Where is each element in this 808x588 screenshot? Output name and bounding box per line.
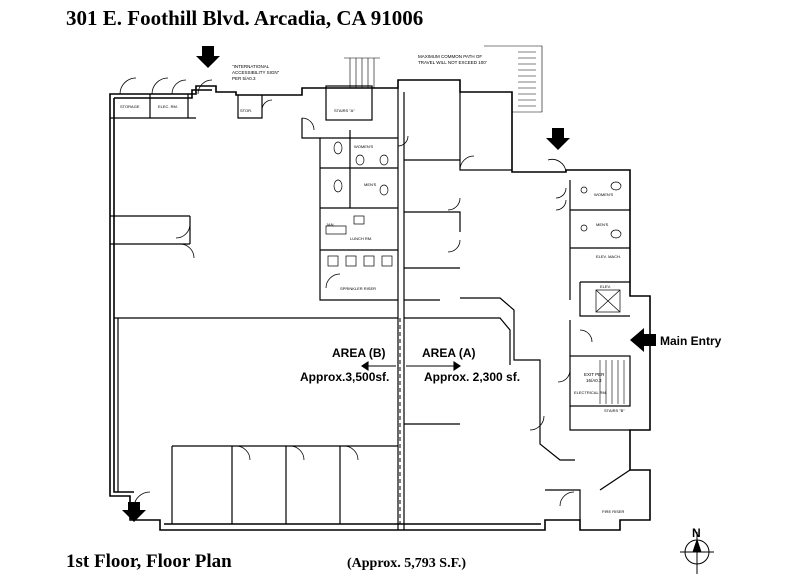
north-arrow-icon [680, 532, 714, 574]
room-stair-b: STAIRS "B" [604, 408, 625, 413]
room-electrical: ELECTRICAL RM. [574, 390, 607, 395]
note-accessibility-line2: ACCESSIBILITY SIGN" [232, 70, 280, 75]
stairs-b [599, 360, 625, 404]
area-arrows [361, 360, 461, 372]
room-womens: WOMEN'S [354, 144, 374, 149]
room-elev: ELEV. [600, 284, 611, 289]
doors [119, 77, 593, 507]
stairs-exterior [484, 45, 543, 113]
exterior-walls [109, 79, 651, 531]
entry-arrow-top-left-icon [196, 46, 220, 68]
room-lunch: LUNCH RM. [350, 236, 372, 241]
note-accessibility-line3: PER 5/A0.3 [232, 76, 256, 81]
plumbing-fixtures [325, 141, 622, 313]
entry-arrow-top-right-icon [546, 128, 570, 150]
room-elev-mach: ELEV. MACH. [596, 254, 621, 259]
room-stair-a: STAIRS "A" [334, 108, 355, 113]
area-total: (Approx. 5,793 S.F.) [347, 556, 467, 571]
floor-label: 1st Floor, Floor Plan [66, 551, 232, 572]
room-mens-right: MEN'S [596, 222, 609, 227]
room-storage: STORAGE [120, 104, 140, 109]
main-entry-label: Main Entry [660, 334, 722, 348]
room-womens-right: WOMEN'S [594, 192, 614, 197]
stairs-a [344, 57, 380, 88]
area-b-size: Approx.3,500sf. [300, 370, 389, 384]
room-sprinkler: SPRINKLER RISER [340, 286, 376, 291]
note-accessibility-line1: "INTERNATIONAL [232, 64, 270, 69]
note-exit-line2: 16/A0.3 [586, 378, 602, 383]
room-elec: ELEC. RM. [158, 104, 178, 109]
room-storage2: STOR. [240, 108, 252, 113]
note-exit-line1: EXIT PER [584, 372, 605, 377]
interior-walls [110, 85, 631, 530]
area-a-label: AREA (A) [422, 346, 476, 360]
page-title: 301 E. Foothill Blvd. Arcadia, CA 91006 [66, 6, 424, 30]
area-b-label: AREA (B) [332, 346, 386, 360]
room-janitor: JAN. [326, 222, 335, 227]
north-label: N [692, 526, 701, 540]
area-a-size: Approx. 2,300 sf. [424, 370, 520, 384]
room-fire-riser: FIRE RISER [602, 509, 625, 514]
note-travel-line2: TRAVEL WILL NOT EXCEED 100' [418, 60, 487, 65]
note-travel-line1: MAXIMUM COMMON PATH OF [418, 54, 482, 59]
entry-arrow-bottom-left-icon [122, 502, 146, 522]
entry-arrow-main-icon [630, 328, 656, 352]
room-mens: MEN'S [364, 182, 377, 187]
